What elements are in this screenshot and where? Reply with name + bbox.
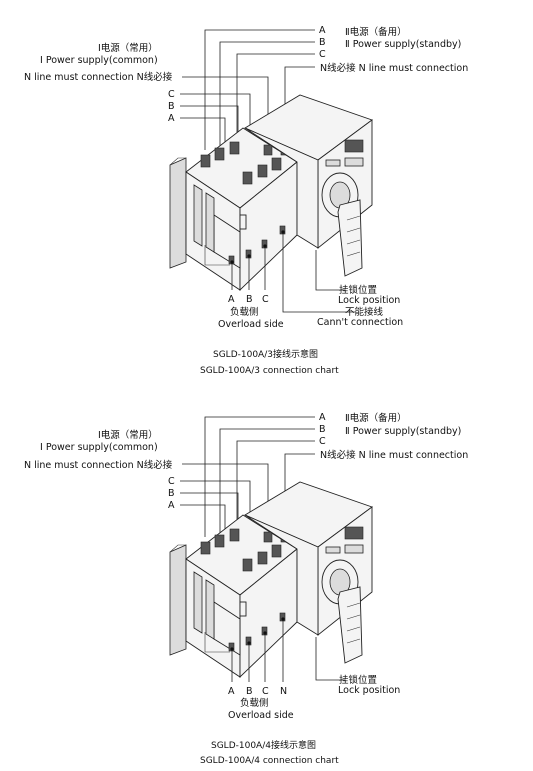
common-title: Ⅰ电源（常用） <box>98 42 158 54</box>
standby-phase-c-label: C <box>319 49 326 60</box>
lock-position-cn: 挂锁位置 <box>339 284 377 296</box>
common-phase-a-label: A <box>168 113 175 124</box>
standby-phase-a-label: A <box>319 25 326 36</box>
load-phase-c-label-2: C <box>262 686 269 697</box>
diagram-1: A B C Ⅱ电源（备用） Ⅱ Power supply(standby) N线… <box>24 25 468 376</box>
lock-position-en-2: Lock position <box>338 685 400 696</box>
load-leader-lines-2 <box>204 619 345 682</box>
standby-phase-a-label-2: A <box>319 412 326 423</box>
standby-phase-b-label: B <box>319 37 326 48</box>
cannot-connect-en: Cann't connection <box>317 317 403 328</box>
cannot-connect-cn: 不能接线 <box>345 306 384 318</box>
caption-cn-2: SGLD-100A/4接线示意图 <box>211 739 316 751</box>
load-phase-n-label-2: N <box>280 686 287 697</box>
load-phase-a-label: A <box>228 294 235 305</box>
common-title-2: Ⅰ电源（常用） <box>98 429 158 441</box>
common-phase-c-label-2: C <box>168 476 175 487</box>
caption-cn-1: SGLD-100A/3接线示意图 <box>213 348 318 360</box>
n-line-left-label-2: N line must connection N线必接 <box>24 459 173 471</box>
load-side-en: Overload side <box>218 319 284 330</box>
standby-subtitle: Ⅱ Power supply(standby) <box>345 39 461 50</box>
common-phase-c-label: C <box>168 89 175 100</box>
common-phase-b-label-2: B <box>168 488 175 499</box>
caption-en-2: SGLD-100A/4 connection chart <box>200 756 339 766</box>
standby-title-2: Ⅱ电源（备用） <box>345 412 407 424</box>
switch-drawing-1 <box>169 94 373 292</box>
standby-leader-lines-2 <box>204 416 315 537</box>
n-line-right-label: N线必接 N line must connection <box>320 62 468 74</box>
load-phase-a-label-2: A <box>228 686 235 697</box>
common-phase-b-label: B <box>168 101 175 112</box>
lock-position-cn-2: 挂锁位置 <box>339 674 377 686</box>
load-phase-c-label: C <box>262 294 269 305</box>
common-phase-a-label-2: A <box>168 500 175 511</box>
n-line-right-label-2: N线必接 N line must connection <box>320 449 468 461</box>
common-subtitle: Ⅰ Power supply(common) <box>40 55 158 66</box>
load-leader-lines <box>204 232 355 313</box>
load-phase-b-label-2: B <box>246 686 253 697</box>
standby-title: Ⅱ电源（备用） <box>345 26 407 38</box>
lock-position-en: Lock position <box>338 295 400 306</box>
load-side-cn: 负载侧 <box>230 306 259 318</box>
standby-phase-c-label-2: C <box>319 436 326 447</box>
load-side-cn-2: 负载侧 <box>240 697 269 709</box>
standby-subtitle-2: Ⅱ Power supply(standby) <box>345 426 461 437</box>
load-phase-b-label: B <box>246 294 253 305</box>
load-side-en-2: Overload side <box>228 710 294 721</box>
common-subtitle-2: Ⅰ Power supply(common) <box>40 442 158 453</box>
caption-en-1: SGLD-100A/3 connection chart <box>200 366 339 376</box>
switch-drawing-2 <box>169 481 373 679</box>
diagram-2: A B C Ⅱ电源（备用） Ⅱ Power supply(standby) N线… <box>24 412 468 766</box>
n-line-left-label: N line must connection N线必接 <box>24 71 173 83</box>
standby-phase-b-label-2: B <box>319 424 326 435</box>
